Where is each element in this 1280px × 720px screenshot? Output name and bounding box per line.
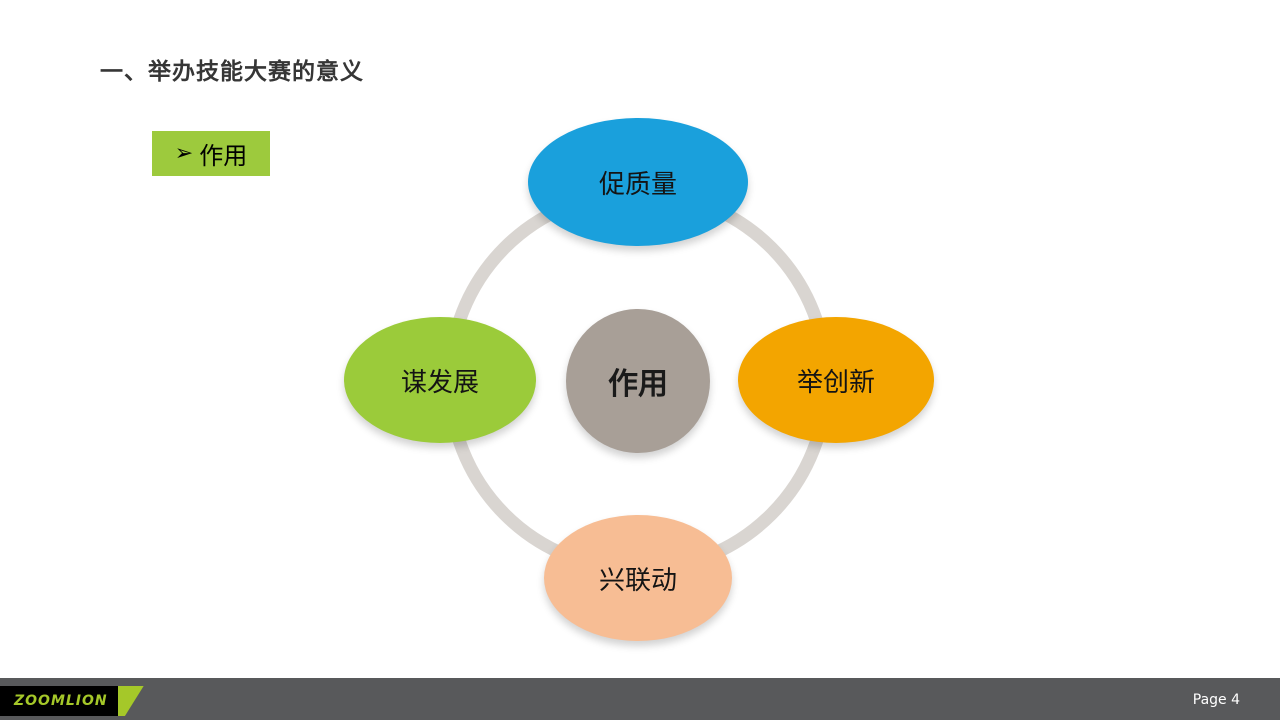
node-label: 兴联动 [598, 565, 677, 596]
diagram-node-left: 谋发展 [344, 317, 536, 443]
node-label: 促质量 [598, 169, 677, 200]
topic-label: 作用 [199, 142, 248, 170]
center-label: 作用 [608, 367, 668, 402]
node-label: 举创新 [796, 367, 875, 398]
logo-flag-shape [117, 686, 144, 716]
page-number: Page 4 [1192, 692, 1240, 708]
diagram-node-top: 促质量 [528, 118, 748, 246]
topic-label-box: ➢ 作用 [152, 131, 270, 176]
diagram-node-bottom: 兴联动 [544, 515, 732, 641]
node-label: 谋发展 [400, 367, 479, 398]
zoomlion-logo: ZOOMLION [0, 686, 144, 716]
diagram-node-right: 举创新 [738, 317, 934, 443]
logo-text: ZOOMLION [14, 693, 108, 709]
footer-bar: ZOOMLION Page 4 [0, 678, 1280, 720]
diagram-center-circle: 作用 [566, 309, 710, 453]
slide-title: 一、举办技能大赛的意义 [100, 59, 364, 85]
logo-box: ZOOMLION [0, 686, 118, 716]
arrow-bullet-icon: ➢ [174, 140, 194, 166]
